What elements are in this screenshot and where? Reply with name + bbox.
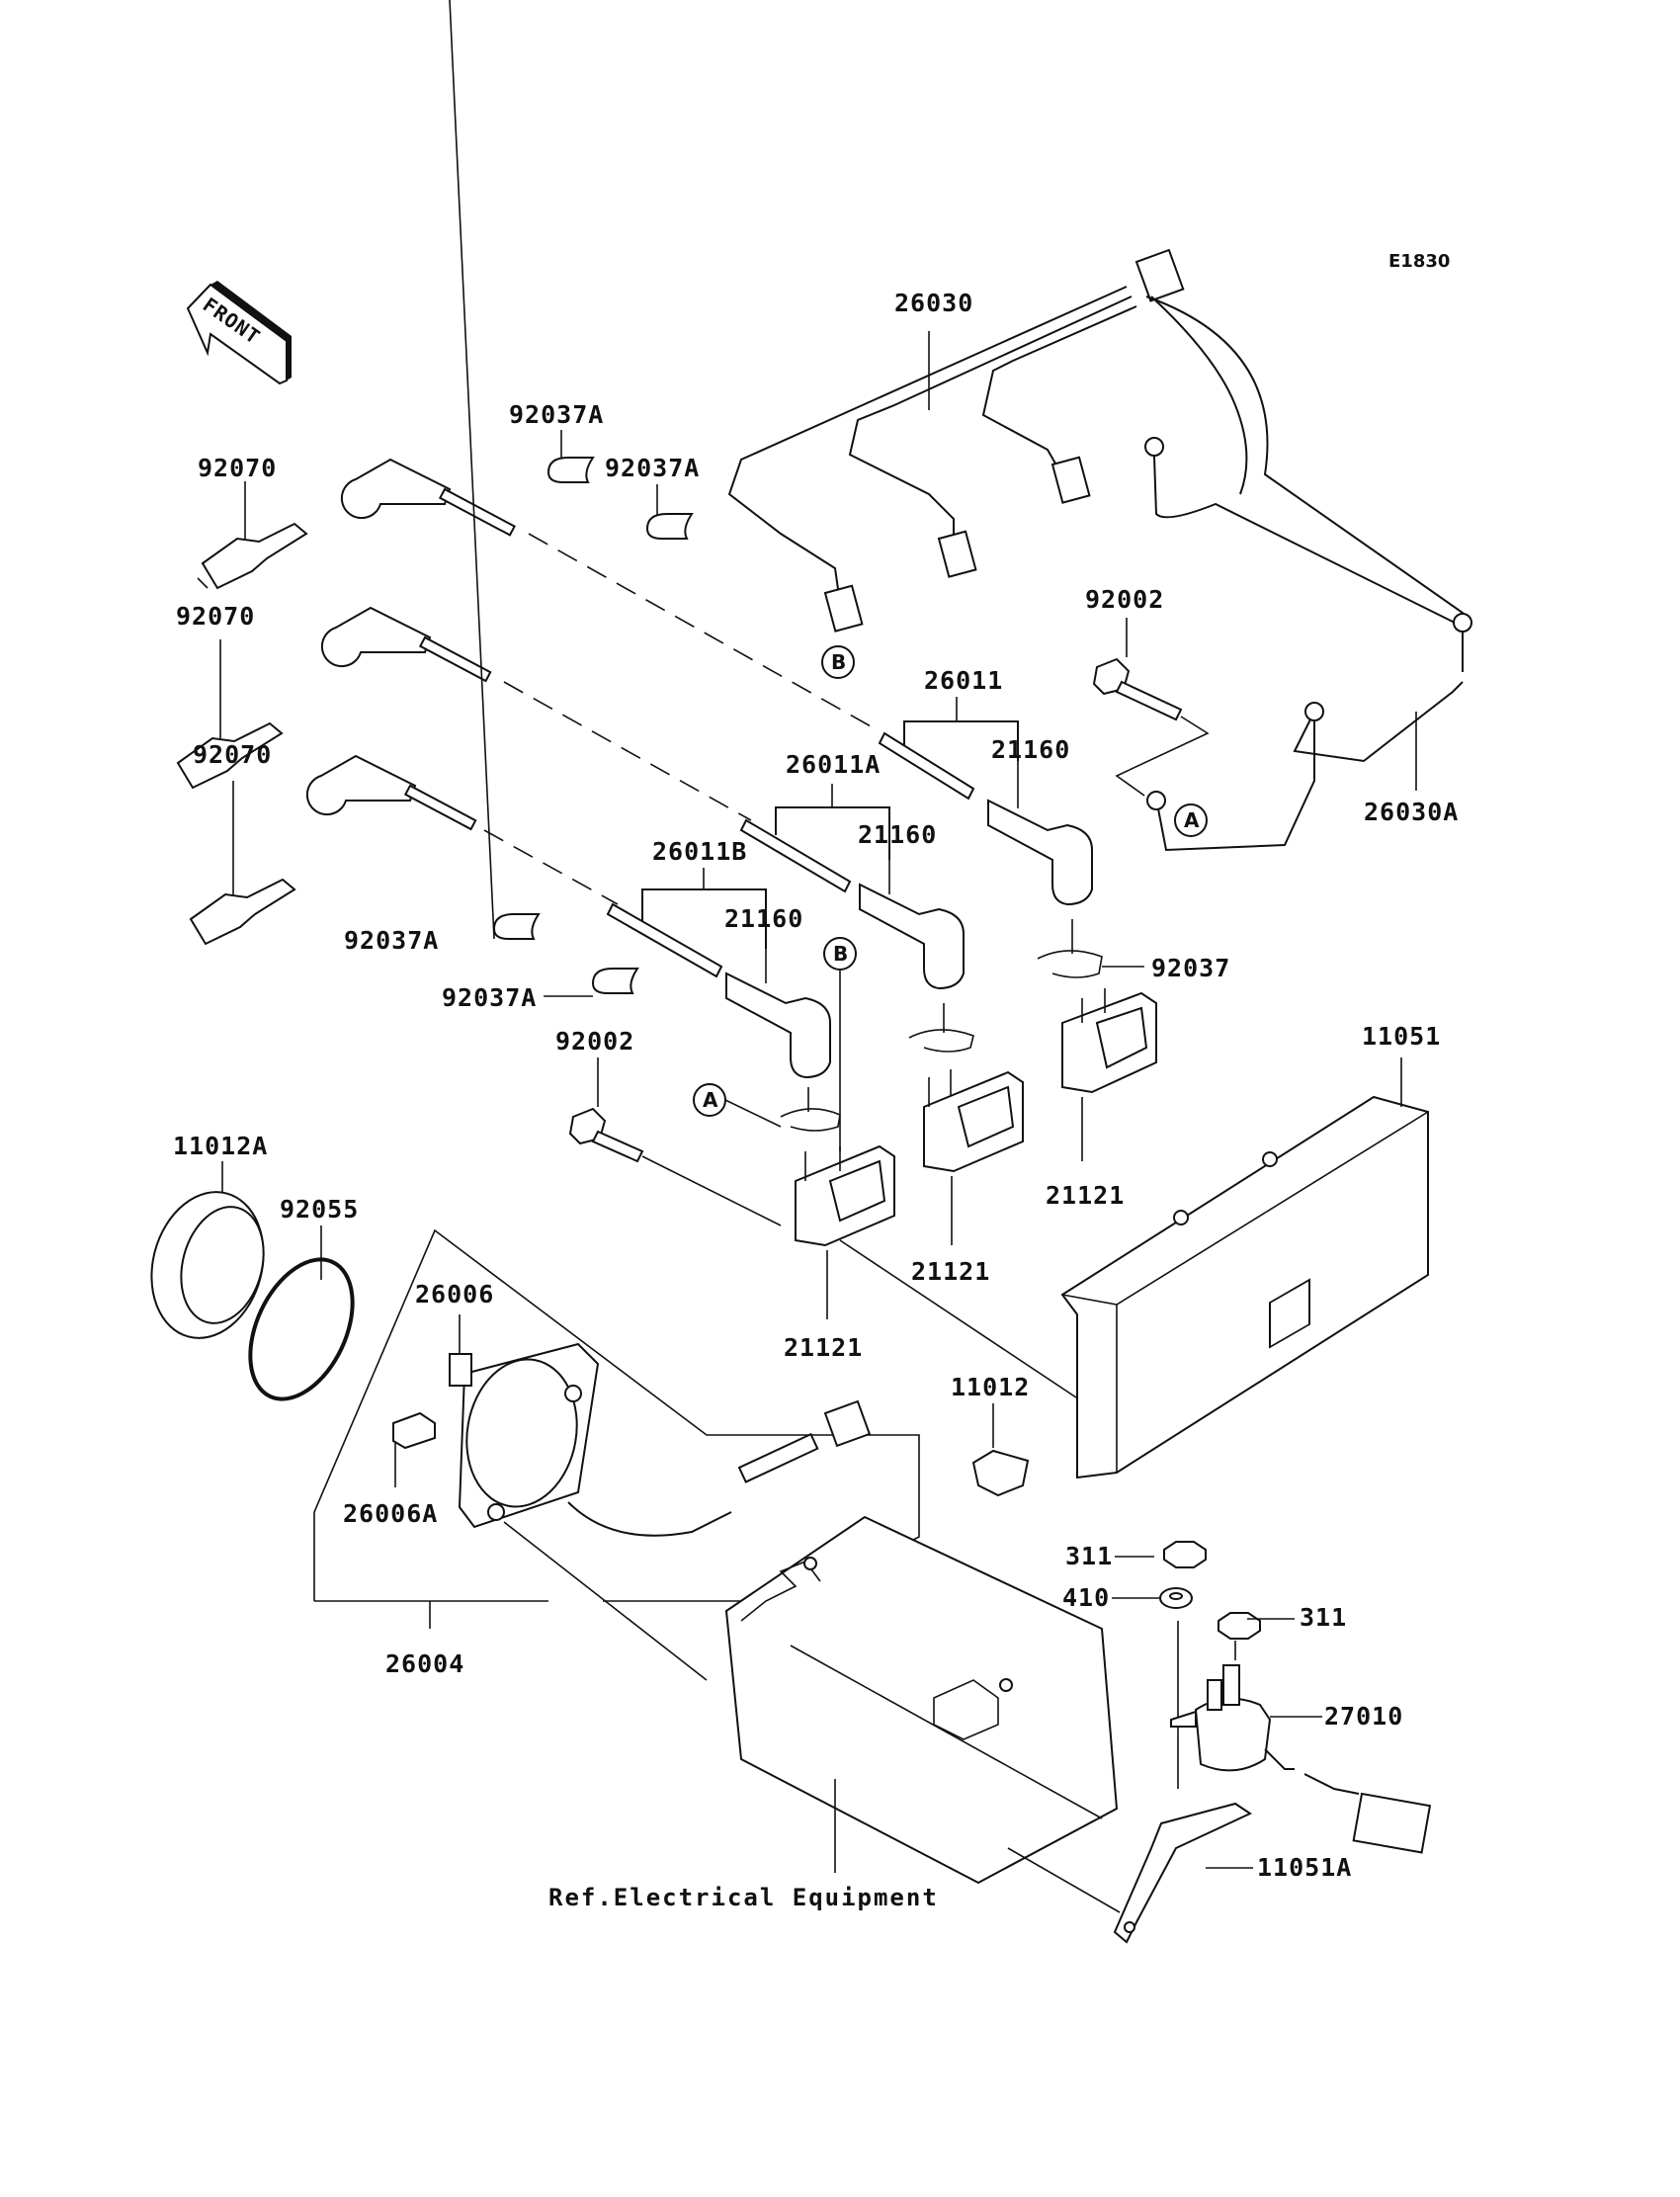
starter-relay-27010 (1170, 1664, 1432, 1854)
part-label-21160[interactable]: 21160 (858, 820, 937, 849)
part-label-311[interactable]: 311 (1065, 1542, 1113, 1570)
diagram-code: E1830 (1388, 251, 1450, 272)
electrical-box (724, 1515, 1119, 1885)
part-label-26030[interactable]: 26030 (894, 289, 973, 317)
part-label-311[interactable]: 311 (1300, 1603, 1347, 1632)
coil-bracket-11051 (1060, 1057, 1429, 1479)
part-label-92037A[interactable]: 92037A (344, 926, 439, 955)
part-label-410[interactable]: 410 (1062, 1583, 1110, 1612)
part-label-92070[interactable]: 92070 (193, 740, 272, 769)
svg-text:A: A (1184, 808, 1200, 832)
plug-lead-26011A (739, 784, 890, 893)
part-label-26011[interactable]: 26011 (924, 666, 1003, 695)
svg-text:B: B (831, 650, 846, 674)
reference-note[interactable]: Ref.Electrical Equipment (548, 1884, 939, 1911)
spark-plug-icon (189, 781, 296, 946)
plug-cap-icon (320, 606, 752, 821)
part-label-26006A[interactable]: 26006A (343, 1499, 438, 1528)
callout-b: B (821, 645, 855, 679)
nut-icon (1218, 1612, 1295, 1660)
relay-bracket-11051A (1007, 1802, 1253, 1944)
part-label-27010[interactable]: 27010 (1324, 1702, 1403, 1731)
plug-cap-21160 (987, 761, 1144, 978)
part-label-21160[interactable]: 21160 (991, 735, 1070, 764)
part-label-26006[interactable]: 26006 (415, 1280, 494, 1309)
part-label-11051[interactable]: 11051 (1362, 1022, 1441, 1051)
ignition-coil-icon (795, 1144, 1083, 1402)
part-label-21160[interactable]: 21160 (724, 904, 803, 933)
plug-cap-icon (340, 458, 881, 732)
part-label-92002[interactable]: 92002 (555, 1027, 634, 1056)
plug-cap-21160 (725, 949, 841, 1132)
part-label-21121[interactable]: 21121 (784, 1333, 863, 1362)
part-label-26011A[interactable]: 26011A (786, 750, 881, 779)
front-arrow-icon: FRONT (186, 281, 292, 385)
part-label-26011B[interactable]: 26011B (652, 837, 747, 866)
plug-cap-icon (305, 754, 619, 905)
spark-plug-group (176, 481, 308, 946)
part-label-92055[interactable]: 92055 (280, 1195, 359, 1224)
bolt-icon (1092, 618, 1210, 797)
part-label-92070[interactable]: 92070 (198, 454, 277, 482)
part-label-11051A[interactable]: 11051A (1257, 1853, 1352, 1882)
assembly-26004 (313, 1228, 920, 1681)
part-label-11012[interactable]: 11012 (951, 1373, 1030, 1401)
fuse-icon (392, 1314, 472, 1487)
callout-a: A (1174, 803, 1208, 837)
part-label-26004[interactable]: 26004 (385, 1649, 464, 1678)
svg-text:B: B (833, 942, 848, 966)
callout-b: B (823, 937, 857, 1151)
part-label-21121[interactable]: 21121 (911, 1257, 990, 1286)
svg-text:A: A (703, 1088, 718, 1112)
part-label-11012A[interactable]: 11012A (173, 1132, 268, 1160)
part-label-92037[interactable]: 92037 (1151, 954, 1230, 982)
washer-icon (1112, 1587, 1193, 1789)
plug-lead-26011 (878, 697, 1019, 801)
nut-icon (1115, 1541, 1207, 1568)
bolt-icon (568, 1057, 782, 1226)
part-label-92070[interactable]: 92070 (176, 602, 255, 631)
ignition-coil-icon (923, 1069, 1024, 1245)
part-label-92002[interactable]: 92002 (1085, 585, 1164, 614)
callout-a: A (693, 1083, 782, 1128)
ignition-coil-icon (1061, 988, 1157, 1161)
part-label-92037A[interactable]: 92037A (605, 454, 700, 482)
part-label-26030A[interactable]: 26030A (1364, 798, 1459, 826)
o-ring-92055 (248, 1225, 355, 1401)
spark-plug-icon (197, 481, 308, 590)
plug-lead-26011B (606, 868, 767, 978)
part-label-92037A[interactable]: 92037A (442, 983, 537, 1012)
spark-plug-icon (176, 639, 284, 790)
clamp-icon (449, 0, 694, 997)
cap-11012A (150, 1161, 265, 1339)
part-label-21121[interactable]: 21121 (1046, 1181, 1125, 1210)
grommet-icon (971, 1403, 1030, 1497)
plug-cap-21160 (859, 860, 974, 1053)
wiring-harness (727, 248, 1472, 852)
part-label-92037A[interactable]: 92037A (509, 400, 604, 429)
